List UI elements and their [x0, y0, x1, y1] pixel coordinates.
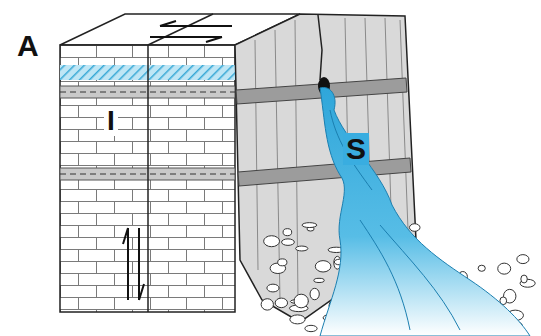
shale-band	[238, 158, 411, 186]
rock	[267, 284, 279, 292]
part-letter: S	[343, 133, 369, 165]
fissure	[318, 15, 322, 80]
water-lines	[330, 110, 460, 330]
movement-arrow	[150, 37, 222, 42]
movement-arrow	[160, 21, 232, 26]
rock	[498, 263, 511, 274]
fault-plane	[147, 45, 149, 312]
rock	[478, 265, 485, 271]
rock	[283, 229, 292, 236]
part-letter: A	[14, 30, 42, 62]
part-letter: I	[104, 106, 118, 136]
rock-block	[60, 45, 235, 312]
rock	[294, 294, 308, 308]
rock	[409, 224, 420, 232]
rock	[290, 315, 305, 324]
spring-water	[320, 87, 530, 336]
rock	[261, 299, 273, 310]
rock	[282, 239, 295, 246]
rock	[264, 236, 280, 247]
rock	[278, 259, 287, 266]
movement-arrow	[123, 228, 128, 300]
rock	[310, 288, 319, 299]
fault-trace	[148, 14, 213, 45]
rock	[296, 246, 308, 251]
movement-arrow	[139, 228, 144, 300]
rock	[302, 223, 317, 228]
rock	[521, 275, 527, 283]
rock	[517, 255, 529, 264]
rock	[314, 278, 324, 282]
rock	[275, 298, 287, 308]
rock	[315, 261, 331, 272]
rock	[305, 325, 317, 331]
